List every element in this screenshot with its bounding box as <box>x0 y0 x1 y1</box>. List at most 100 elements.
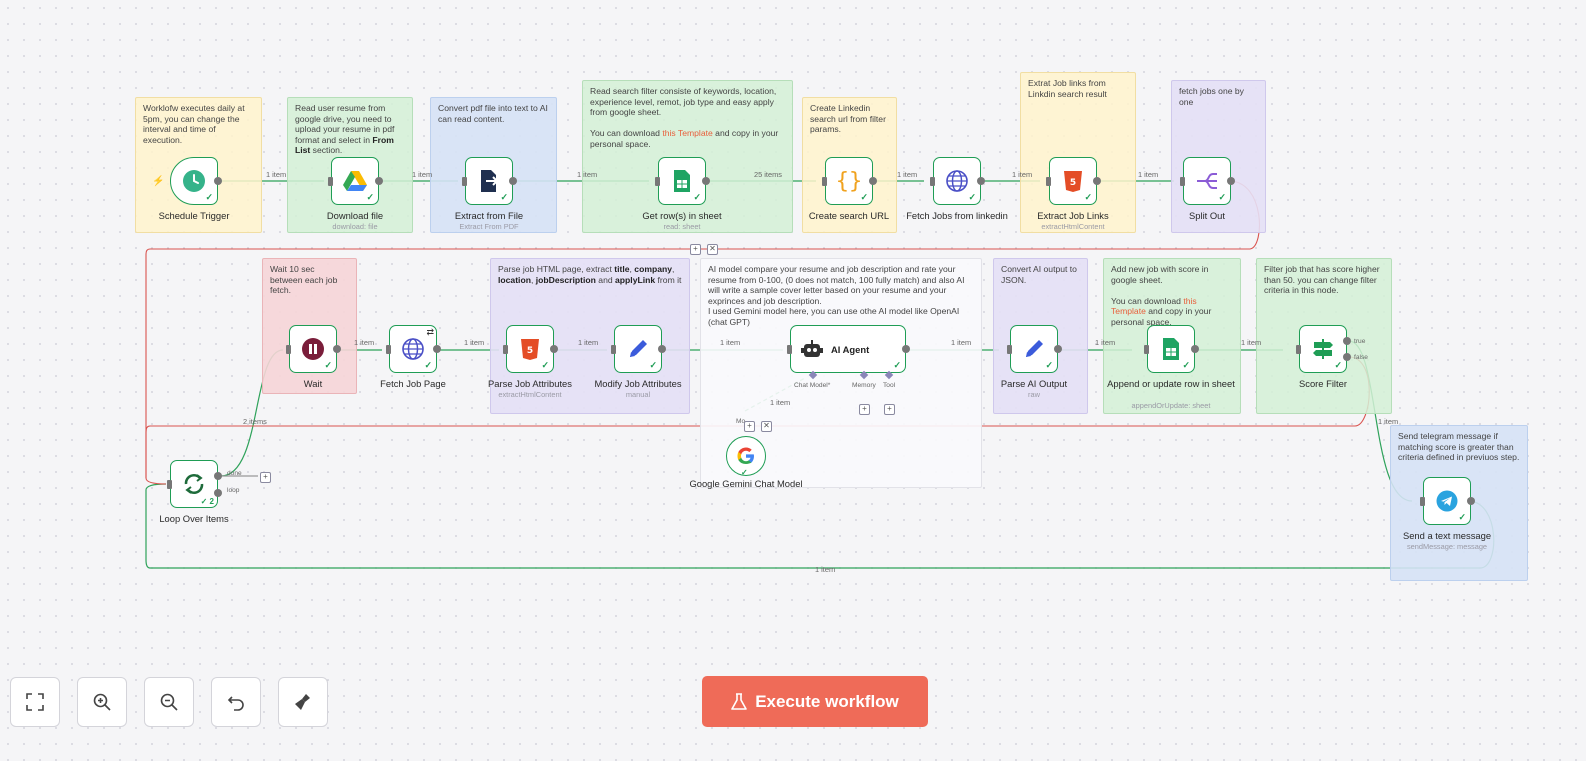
node-fetch-job-page[interactable]: ⇄ ✓ <box>386 325 441 373</box>
note-text: You can download <box>1111 295 1184 306</box>
output-port[interactable] <box>702 177 710 185</box>
input-port[interactable] <box>787 345 792 354</box>
input-port[interactable] <box>167 480 172 489</box>
sticky-note-getrows: Read search filter consiste of keywords,… <box>582 80 793 233</box>
node-label: Fetch Job Page <box>380 378 446 389</box>
node-subtitle: manual <box>625 390 651 399</box>
input-port[interactable] <box>611 345 616 354</box>
output-port[interactable] <box>214 177 222 185</box>
node-fetch-jobs-linkedin[interactable]: ✓ <box>930 157 985 205</box>
node-ai-agent[interactable]: AI Agent ✓ <box>787 325 910 373</box>
add-memory-button[interactable]: + <box>859 404 870 415</box>
output-port[interactable] <box>433 345 441 353</box>
output-port[interactable] <box>902 345 910 353</box>
delete-edge-icon[interactable]: ✕ <box>707 244 718 255</box>
node-label: Get row(s) in sheet <box>642 210 722 221</box>
code-braces-icon: {} <box>835 168 863 194</box>
trigger-bolt-icon: ⚡ <box>152 176 165 187</box>
zoom-out-icon <box>160 693 178 711</box>
input-port[interactable] <box>1007 345 1012 354</box>
input-port[interactable] <box>1180 177 1185 186</box>
node-label: Create search URL <box>808 210 890 221</box>
template-link[interactable]: this Template <box>1111 295 1199 317</box>
false-output-port[interactable] <box>1343 353 1351 361</box>
node-loop-over-items[interactable]: ✓ 2 <box>167 460 222 508</box>
success-check-icon: ✓ <box>1458 512 1466 522</box>
output-port[interactable] <box>333 345 341 353</box>
node-score-filter[interactable]: ✓ <box>1296 325 1351 373</box>
node-create-search-url[interactable]: {} ✓ <box>822 157 877 205</box>
reset-zoom-button[interactable] <box>211 677 261 727</box>
node-send-telegram-message[interactable]: ✓ <box>1420 477 1475 525</box>
node-extract-job-links[interactable]: 5 ✓ <box>1046 157 1101 205</box>
node-parse-ai-output[interactable]: ✓ <box>1007 325 1062 373</box>
execute-workflow-button[interactable]: Execute workflow <box>702 676 928 727</box>
edge-item-count: 2 items <box>243 417 267 426</box>
input-port[interactable] <box>1046 177 1051 186</box>
input-port[interactable] <box>286 345 291 354</box>
input-port[interactable] <box>328 177 333 186</box>
loop-output-port[interactable] <box>214 489 222 497</box>
node-schedule-trigger[interactable]: ✓ <box>170 157 222 205</box>
input-port[interactable] <box>386 345 391 354</box>
sticky-note-splitout: fetch jobs one by one <box>1171 80 1266 233</box>
node-download-file[interactable]: ✓ <box>328 157 383 205</box>
true-output-port[interactable] <box>1343 337 1351 345</box>
node-get-rows-in-sheet[interactable]: ✓ <box>655 157 710 205</box>
input-port[interactable] <box>1296 345 1301 354</box>
node-google-gemini-chat-model[interactable]: ✓ <box>726 436 766 477</box>
zoom-in-button[interactable] <box>77 677 127 727</box>
node-split-out[interactable]: ✓ <box>1180 157 1235 205</box>
output-port[interactable] <box>1467 497 1475 505</box>
output-port[interactable] <box>1093 177 1101 185</box>
input-port[interactable] <box>462 177 467 186</box>
node-append-or-update-row[interactable]: ✓ <box>1144 325 1199 373</box>
node-modify-job-attributes[interactable]: ✓ <box>611 325 666 373</box>
input-port[interactable] <box>1420 497 1425 506</box>
add-node-button[interactable]: + <box>260 472 271 483</box>
done-output-port[interactable] <box>214 472 222 480</box>
add-node-on-edge-button[interactable]: + <box>744 421 755 432</box>
run-count: 2 <box>209 497 214 506</box>
tidy-up-button[interactable] <box>278 677 328 727</box>
output-port[interactable] <box>1227 177 1235 185</box>
node-label: Wait <box>303 378 323 389</box>
output-port[interactable] <box>1054 345 1062 353</box>
output-port[interactable] <box>977 177 985 185</box>
output-port[interactable] <box>869 177 877 185</box>
svg-text:5: 5 <box>527 346 533 356</box>
add-node-on-edge-button[interactable]: + <box>690 244 701 255</box>
zoom-to-fit-button[interactable] <box>10 677 60 727</box>
add-tool-button[interactable]: + <box>884 404 895 415</box>
success-check-icon: ✓ <box>741 468 748 477</box>
edge-item-count: 1 item <box>1241 338 1262 347</box>
input-port[interactable] <box>822 177 827 186</box>
node-subtitle: read: sheet <box>663 222 701 231</box>
delete-edge-icon[interactable]: ✕ <box>761 421 772 432</box>
node-wait[interactable]: ✓ <box>286 325 341 373</box>
edge-item-count: 1 item <box>412 170 433 179</box>
output-port[interactable] <box>550 345 558 353</box>
node-label: Google Gemini Chat Model <box>689 478 803 489</box>
execute-workflow-label: Execute workflow <box>755 691 899 711</box>
input-port[interactable] <box>1144 345 1149 354</box>
output-port[interactable] <box>1191 345 1199 353</box>
input-port[interactable] <box>503 345 508 354</box>
output-port[interactable] <box>658 345 666 353</box>
success-check-icon: ✓ <box>693 192 701 202</box>
edge-item-count: 1 item <box>354 338 375 347</box>
input-port[interactable] <box>655 177 660 186</box>
success-check-icon: ✓ <box>1084 192 1092 202</box>
output-port[interactable] <box>375 177 383 185</box>
edge-item-count: 1 item <box>770 398 791 407</box>
input-port[interactable] <box>930 177 935 186</box>
node-parse-job-attributes[interactable]: 5 ✓ <box>503 325 558 373</box>
node-extract-from-file[interactable]: ✓ <box>462 157 517 205</box>
note-text: Convert AI output to JSON. <box>1001 264 1080 285</box>
zoom-out-button[interactable] <box>144 677 194 727</box>
output-port[interactable] <box>509 177 517 185</box>
template-link[interactable]: this Template <box>662 128 713 139</box>
node-label: Send a text message <box>1402 530 1492 541</box>
retry-on-fail-icon: ⇄ <box>426 327 434 337</box>
